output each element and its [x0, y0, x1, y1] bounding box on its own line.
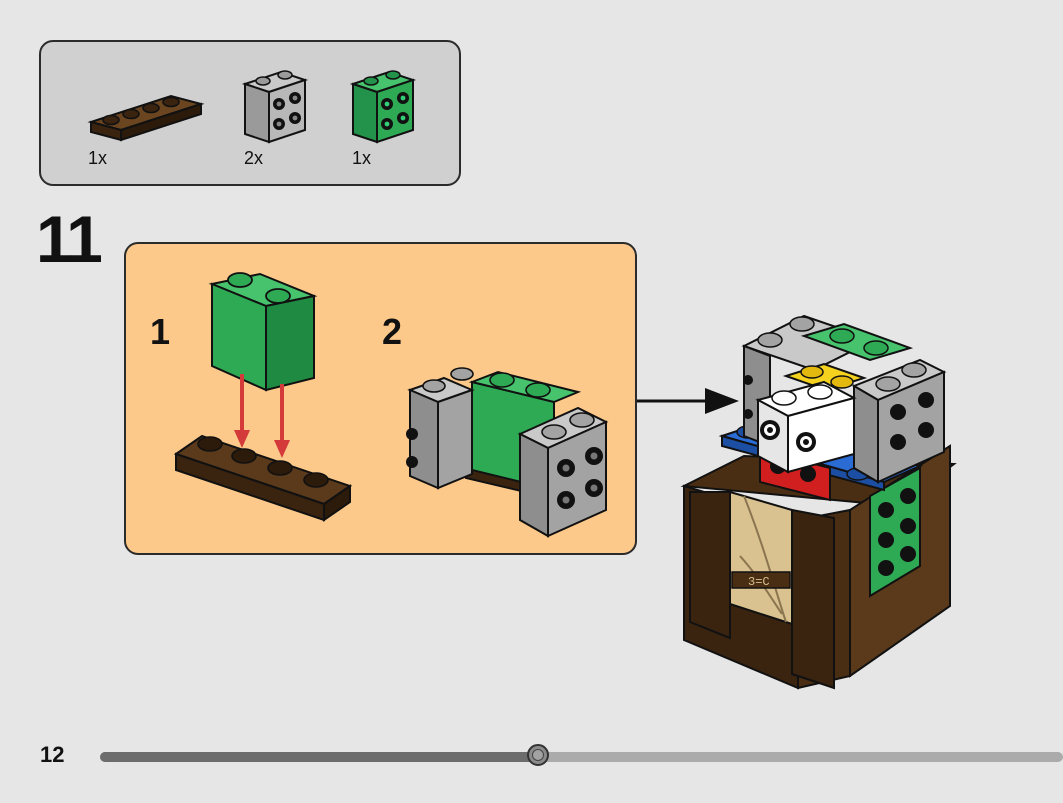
substep-2-illustration [406, 367, 609, 538]
part-green-brick [349, 64, 419, 144]
substep-number-1: 1 [150, 311, 171, 352]
progress-knob[interactable] [527, 744, 550, 766]
progress-fill [100, 752, 539, 762]
gray-brick-icon [241, 70, 309, 144]
part-qty-brown-plate: 1x [88, 148, 108, 168]
substep-1-illustration [173, 272, 353, 522]
page-number: 12 [40, 742, 65, 767]
green-brick-icon [349, 70, 417, 144]
step-number: 11 [36, 202, 103, 276]
main-model-illustration: 3=C [680, 314, 957, 690]
part-dark-brown-plate [85, 84, 205, 144]
progress-track [100, 752, 1063, 762]
svg-text:3=C: 3=C [748, 575, 770, 589]
part-qty-gray-brick: 2x [244, 148, 264, 168]
attach-arrow-icon [637, 388, 739, 414]
progress-bar[interactable] [100, 744, 1063, 766]
part-light-gray-brick [241, 64, 311, 144]
brown-plate-icon [87, 94, 205, 142]
substep-number-2: 2 [382, 311, 403, 352]
substep-panel: 1 2 [124, 242, 637, 555]
part-qty-green-brick: 1x [352, 148, 372, 168]
parts-list-panel: 1x 2x 1x [39, 40, 461, 186]
